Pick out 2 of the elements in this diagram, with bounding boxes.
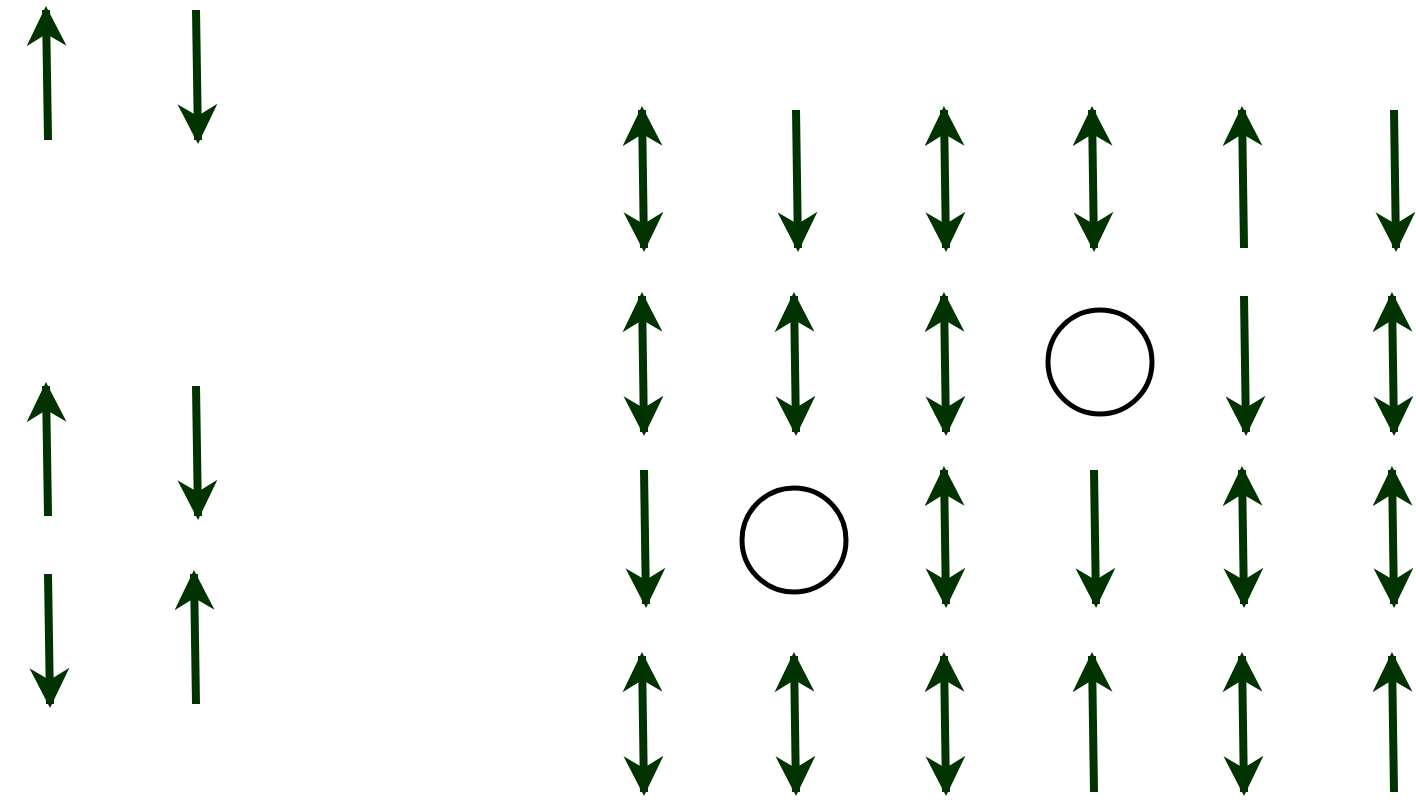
vacancy-circle [1045, 307, 1155, 417]
vacancy-circle [739, 485, 849, 595]
